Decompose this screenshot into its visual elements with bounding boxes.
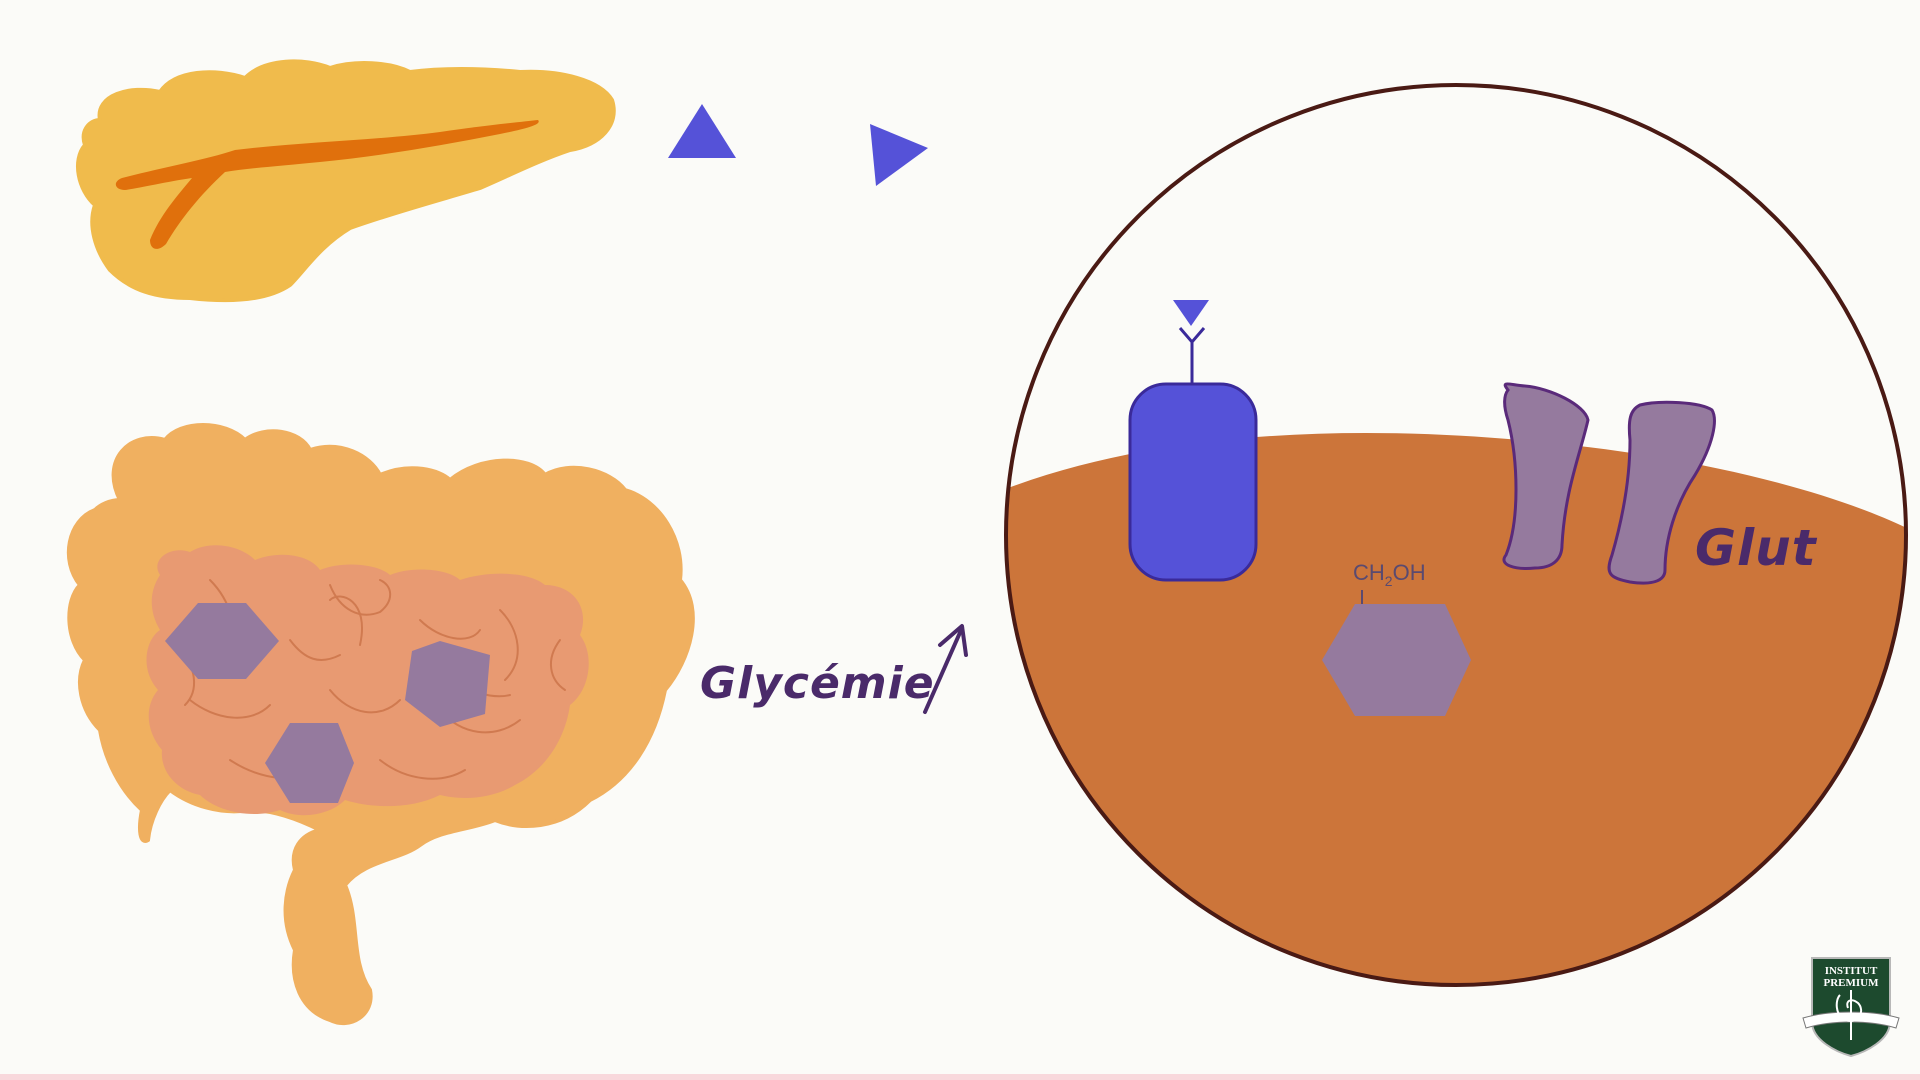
intestines — [66, 423, 695, 1026]
logo-line-1: INSTITUT — [1825, 965, 1878, 977]
cell-glucose: CH2OH — [1322, 560, 1471, 716]
glucose-hexagon — [165, 603, 279, 679]
glucose-hexagon — [1322, 604, 1471, 716]
glut-transporter — [1502, 382, 1716, 585]
glucose-ch-label: CH — [1353, 560, 1385, 585]
pancreas — [76, 59, 616, 303]
glycemie-label: Glycémie — [700, 658, 935, 709]
insulin-molecule-triangle — [668, 104, 736, 158]
bottom-strip — [0, 1074, 1920, 1080]
pancreatic-duct — [115, 120, 539, 249]
small-intestine — [146, 545, 589, 816]
insulin-molecule-triangle — [1173, 300, 1209, 326]
glut-label: Glut — [1695, 519, 1818, 577]
logo-line-2: PREMIUM — [1824, 977, 1880, 989]
glucose-oh-label: OH — [1393, 560, 1426, 585]
institut-premium-logo: INSTITUT PREMIUM — [1802, 957, 1900, 1058]
glucose-hexagon — [265, 723, 354, 803]
intestine-folds — [179, 579, 566, 780]
arrow-up-icon — [923, 624, 968, 714]
insulin-receptor — [1128, 300, 1258, 582]
glucose-hexagon — [405, 641, 490, 727]
insulin-molecule-triangle — [870, 124, 928, 186]
glucose-subscript: 2 — [1385, 573, 1393, 589]
svg-text:CH2OH: CH2OH — [1353, 560, 1426, 589]
